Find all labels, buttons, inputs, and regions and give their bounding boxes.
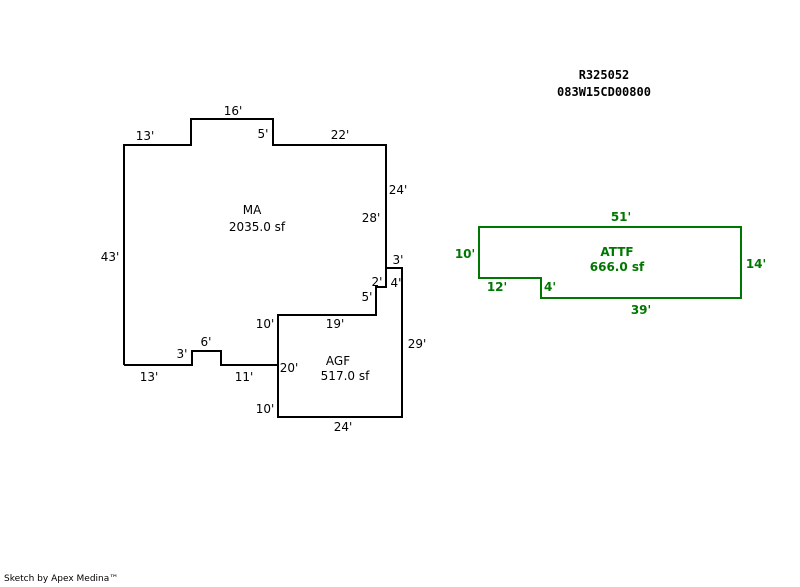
attf-area-code: ATTF <box>600 245 633 259</box>
ma-dim-5-top: 5' <box>258 127 269 141</box>
attf-dim-14: 14' <box>746 257 766 271</box>
ma-dim-24: 24' <box>389 183 408 197</box>
ma-dim-11: 11' <box>235 370 254 384</box>
ma-dim-6: 6' <box>201 335 212 349</box>
attf-dim-4: 4' <box>544 280 556 294</box>
agf-area-code: AGF <box>326 354 350 368</box>
ma-dim-2: 2' <box>372 275 383 289</box>
agf-area-size: 517.0 sf <box>321 369 370 383</box>
parcel-id: R325052 <box>579 68 630 82</box>
sketch-credit: Sketch by Apex Medina™ <box>4 574 119 584</box>
ma-outline[interactable] <box>123 118 387 366</box>
ma-dim-16: 16' <box>224 104 243 118</box>
agf-dim-10-top: 10' <box>256 317 275 331</box>
agf-dim-3: 3' <box>393 253 404 267</box>
attf-area-size: 666.0 sf <box>590 260 645 274</box>
agf-dim-24: 24' <box>334 420 353 434</box>
ma-dim-5-notch: 5' <box>362 290 373 304</box>
ma-dim-3: 3' <box>177 347 188 361</box>
map-number: 083W15CD00800 <box>557 85 651 99</box>
agf-dim-19: 19' <box>326 317 345 331</box>
ma-dim-22: 22' <box>331 128 350 142</box>
ma-area-size: 2035.0 sf <box>229 220 286 234</box>
ma-area-code: MA <box>243 203 262 217</box>
agf-dim-29: 29' <box>408 337 427 351</box>
ma-dim-13-bottom: 13' <box>140 370 159 384</box>
attf-dim-10: 10' <box>455 247 475 261</box>
agf-dim-10-bottom: 10' <box>256 402 275 416</box>
agf-outline[interactable] <box>277 267 403 418</box>
attf-dim-12: 12' <box>487 280 507 294</box>
ma-dim-43: 43' <box>101 250 120 264</box>
ma-dim-28: 28' <box>362 211 381 225</box>
agf-dim-4: 4' <box>391 276 402 290</box>
attf-outline[interactable] <box>478 226 742 299</box>
agf-dim-20: 20' <box>280 361 299 375</box>
attf-dim-51: 51' <box>611 210 631 224</box>
ma-dim-13-top: 13' <box>136 129 155 143</box>
attf-dim-39: 39' <box>631 303 651 317</box>
